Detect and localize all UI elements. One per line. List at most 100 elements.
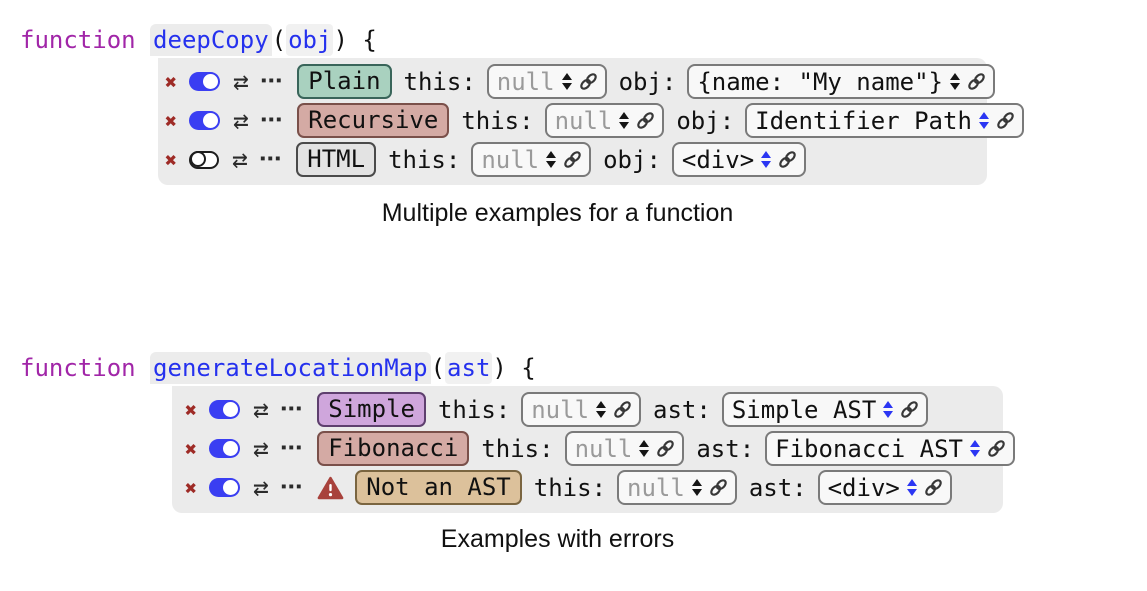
stepper-up-icon[interactable] [561,73,572,80]
link-icon[interactable] [987,439,1006,458]
arg-value-input[interactable]: Fibonacci AST [765,431,1015,466]
stepper-down-icon[interactable] [691,489,702,496]
arg-value-input[interactable]: <div> [671,142,807,177]
arg-value: <div> [681,145,755,174]
link-icon[interactable] [656,439,675,458]
this-value-stepper[interactable] [561,73,572,90]
stepper-down-icon[interactable] [906,489,917,496]
example-row: ✖ ⇄ ▪▪▪ Recursive this: null obj: Identi… [165,101,1024,140]
arg-value-stepper[interactable] [906,479,917,496]
this-value-input[interactable]: null [617,470,737,505]
function-signature: function generateLocationMap(ast) { [20,352,1095,384]
this-value-stepper[interactable] [619,112,630,129]
stepper-down-icon[interactable] [546,161,557,168]
delete-example-icon[interactable]: ✖ [165,108,178,133]
delete-example-icon[interactable]: ✖ [185,475,198,500]
link-icon[interactable] [996,111,1015,130]
stepper-up-icon[interactable] [546,151,557,158]
example-name-badge[interactable]: Recursive [297,103,450,138]
link-icon[interactable] [900,400,919,419]
stepper-down-icon[interactable] [761,161,772,168]
this-value-input[interactable]: null [486,64,607,99]
swap-arrows-icon[interactable]: ⇄ [233,66,249,97]
example-enabled-toggle[interactable] [189,150,220,169]
link-icon[interactable] [579,72,598,91]
more-options-icon[interactable]: ▪▪▪ [280,403,304,414]
more-options-icon[interactable]: ▪▪▪ [280,481,304,492]
swap-arrows-icon[interactable]: ⇄ [233,105,249,136]
param-name: ast [445,352,493,384]
example-enabled-toggle[interactable] [209,400,241,419]
swap-arrows-icon[interactable]: ⇄ [232,144,248,175]
arg-value-stepper[interactable] [970,440,980,457]
arg-value: <div> [827,473,900,502]
example-enabled-toggle[interactable] [189,111,221,130]
link-icon[interactable] [967,72,986,91]
delete-example-icon[interactable]: ✖ [165,147,178,172]
stepper-down-icon[interactable] [970,450,980,457]
arg-value-input[interactable]: <div> [817,470,952,505]
this-value-input[interactable]: null [521,392,642,427]
stepper-up-icon[interactable] [906,479,917,486]
this-value-input[interactable]: null [471,142,592,177]
more-options-icon[interactable]: ▪▪▪ [259,153,283,164]
stepper-down-icon[interactable] [619,122,630,129]
this-value-input[interactable]: null [564,431,685,466]
function-example-section-deepcopy: function deepCopy(obj) { ✖ ⇄ ▪▪▪ Plain t… [20,24,1095,228]
this-value-input[interactable]: null [544,103,665,138]
more-options-icon[interactable]: ▪▪▪ [280,442,304,453]
link-icon[interactable] [924,478,943,497]
this-value-stepper[interactable] [596,401,607,418]
delete-example-icon[interactable]: ✖ [165,69,178,94]
arg-value: {name: "My name"} [697,67,943,96]
stepper-up-icon[interactable] [691,479,702,486]
stepper-down-icon[interactable] [596,411,607,418]
stepper-up-icon[interactable] [596,401,607,408]
arg-value-input[interactable]: Identifier Path [745,103,1024,138]
arg-value-input[interactable]: {name: "My name"} [687,64,995,99]
link-icon[interactable] [563,150,582,169]
example-name-badge[interactable]: Simple [317,392,426,427]
stepper-up-icon[interactable] [761,151,772,158]
arg-value-stepper[interactable] [950,73,960,90]
this-value-stepper[interactable] [639,440,650,457]
stepper-down-icon[interactable] [883,411,894,418]
swap-arrows-icon[interactable]: ⇄ [253,394,269,425]
example-enabled-toggle[interactable] [209,478,241,497]
this-value-stepper[interactable] [546,151,557,168]
stepper-up-icon[interactable] [619,112,630,119]
arg-value-stepper[interactable] [883,401,894,418]
link-icon[interactable] [778,150,797,169]
stepper-up-icon[interactable] [978,112,989,119]
stepper-down-icon[interactable] [978,122,989,129]
link-icon[interactable] [613,400,632,419]
example-name-badge[interactable]: Fibonacci [317,431,470,466]
this-value-stepper[interactable] [691,479,702,496]
stepper-up-icon[interactable] [970,440,980,447]
param-name: obj [286,24,334,56]
stepper-up-icon[interactable] [639,440,650,447]
arg-value-stepper[interactable] [761,151,772,168]
link-icon[interactable] [636,111,655,130]
delete-example-icon[interactable]: ✖ [185,397,198,422]
stepper-up-icon[interactable] [950,73,960,80]
delete-example-icon[interactable]: ✖ [185,436,198,461]
example-name-badge[interactable]: HTML [296,142,377,177]
swap-arrows-icon[interactable]: ⇄ [253,472,269,503]
more-options-icon[interactable]: ▪▪▪ [260,75,284,86]
arg-value-input[interactable]: Simple AST [721,392,929,427]
stepper-down-icon[interactable] [561,83,572,90]
arg-value-stepper[interactable] [978,112,989,129]
stepper-down-icon[interactable] [950,83,960,90]
stepper-up-icon[interactable] [883,401,894,408]
example-name-badge[interactable]: Not an AST [355,470,522,505]
swap-arrows-icon[interactable]: ⇄ [253,433,269,464]
stepper-down-icon[interactable] [639,450,650,457]
more-options-icon[interactable]: ▪▪▪ [260,114,284,125]
link-icon[interactable] [709,478,728,497]
toggle-knob [223,441,239,456]
example-enabled-toggle[interactable] [209,439,241,458]
example-name-badge[interactable]: Plain [297,64,392,99]
example-enabled-toggle[interactable] [189,72,221,91]
